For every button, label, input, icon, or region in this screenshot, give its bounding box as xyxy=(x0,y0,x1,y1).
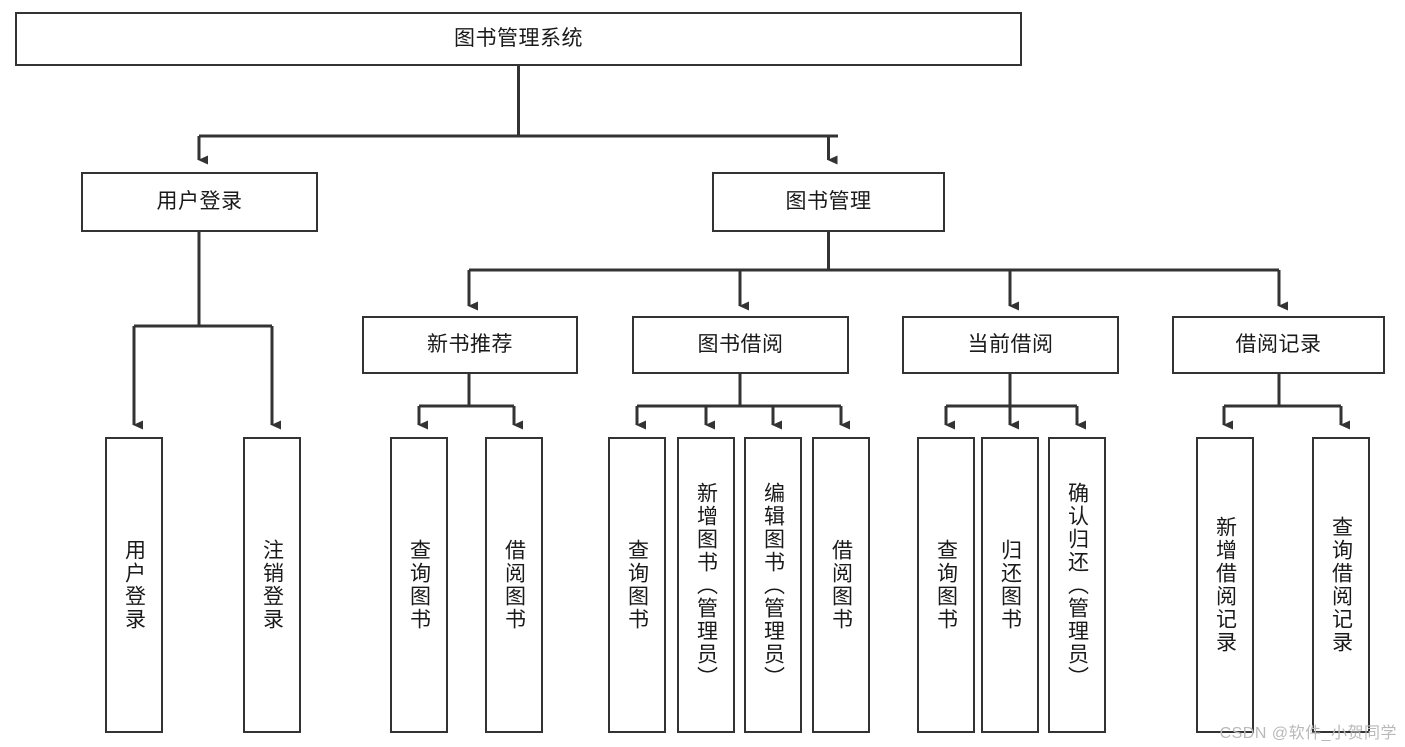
node-leaf-record-add-label: 新增借阅记录 xyxy=(1213,516,1237,654)
node-leaf-new-book-borrow[interactable]: 借阅图书 xyxy=(485,437,543,733)
node-leaf-current-confirm-admin[interactable]: 确认归还（管理员） xyxy=(1048,437,1106,733)
node-leaf-user-login-signout[interactable]: 注销登录 xyxy=(243,437,301,733)
node-user-login[interactable]: 用户登录 xyxy=(81,172,318,232)
node-leaf-current-query-label: 查询图书 xyxy=(934,539,958,631)
node-leaf-record-add[interactable]: 新增借阅记录 xyxy=(1196,437,1254,733)
csdn-watermark: CSDN @软件_小贺同学 xyxy=(1219,725,1397,742)
node-leaf-borrow-add-admin-label: 新增图书（管理员） xyxy=(694,481,718,689)
node-book-management-label: 图书管理 xyxy=(785,190,872,214)
node-leaf-current-confirm-admin-label: 确认归还（管理员） xyxy=(1065,481,1089,689)
node-leaf-new-book-query-label: 查询图书 xyxy=(407,539,431,631)
node-book-borrow[interactable]: 图书借阅 xyxy=(632,316,849,374)
node-new-book-recommend-label: 新书推荐 xyxy=(427,333,513,357)
node-leaf-current-query[interactable]: 查询图书 xyxy=(917,437,975,733)
node-borrow-record-label: 借阅记录 xyxy=(1235,333,1322,357)
node-leaf-current-return[interactable]: 归还图书 xyxy=(981,437,1039,733)
node-root-system[interactable]: 图书管理系统 xyxy=(15,12,1022,66)
node-leaf-borrow-add-admin[interactable]: 新增图书（管理员） xyxy=(677,437,735,733)
node-leaf-new-book-query[interactable]: 查询图书 xyxy=(390,437,448,733)
node-leaf-new-book-borrow-label: 借阅图书 xyxy=(502,539,526,631)
node-leaf-user-login-signin[interactable]: 用户登录 xyxy=(105,437,163,733)
node-leaf-borrow-borrow-book[interactable]: 借阅图书 xyxy=(812,437,870,733)
node-leaf-record-query[interactable]: 查询借阅记录 xyxy=(1312,437,1370,733)
node-leaf-user-login-signin-label: 用户登录 xyxy=(122,539,146,631)
node-leaf-user-login-signout-label: 注销登录 xyxy=(260,539,284,631)
node-leaf-borrow-borrow-book-label: 借阅图书 xyxy=(829,539,853,631)
node-leaf-borrow-edit-admin[interactable]: 编辑图书（管理员） xyxy=(744,437,802,733)
node-user-login-label: 用户登录 xyxy=(156,190,243,214)
node-leaf-record-query-label: 查询借阅记录 xyxy=(1329,516,1353,654)
node-leaf-borrow-query[interactable]: 查询图书 xyxy=(608,437,666,733)
node-current-borrow-label: 当前借阅 xyxy=(967,333,1054,357)
node-leaf-borrow-query-label: 查询图书 xyxy=(625,539,649,631)
node-current-borrow[interactable]: 当前借阅 xyxy=(902,316,1119,374)
node-root-system-label: 图书管理系统 xyxy=(454,27,583,51)
node-leaf-current-return-label: 归还图书 xyxy=(998,539,1022,631)
node-book-borrow-label: 图书借阅 xyxy=(697,333,784,357)
node-book-management[interactable]: 图书管理 xyxy=(712,172,945,232)
node-new-book-recommend[interactable]: 新书推荐 xyxy=(362,316,578,374)
node-leaf-borrow-edit-admin-label: 编辑图书（管理员） xyxy=(761,481,785,689)
node-borrow-record[interactable]: 借阅记录 xyxy=(1172,316,1385,374)
